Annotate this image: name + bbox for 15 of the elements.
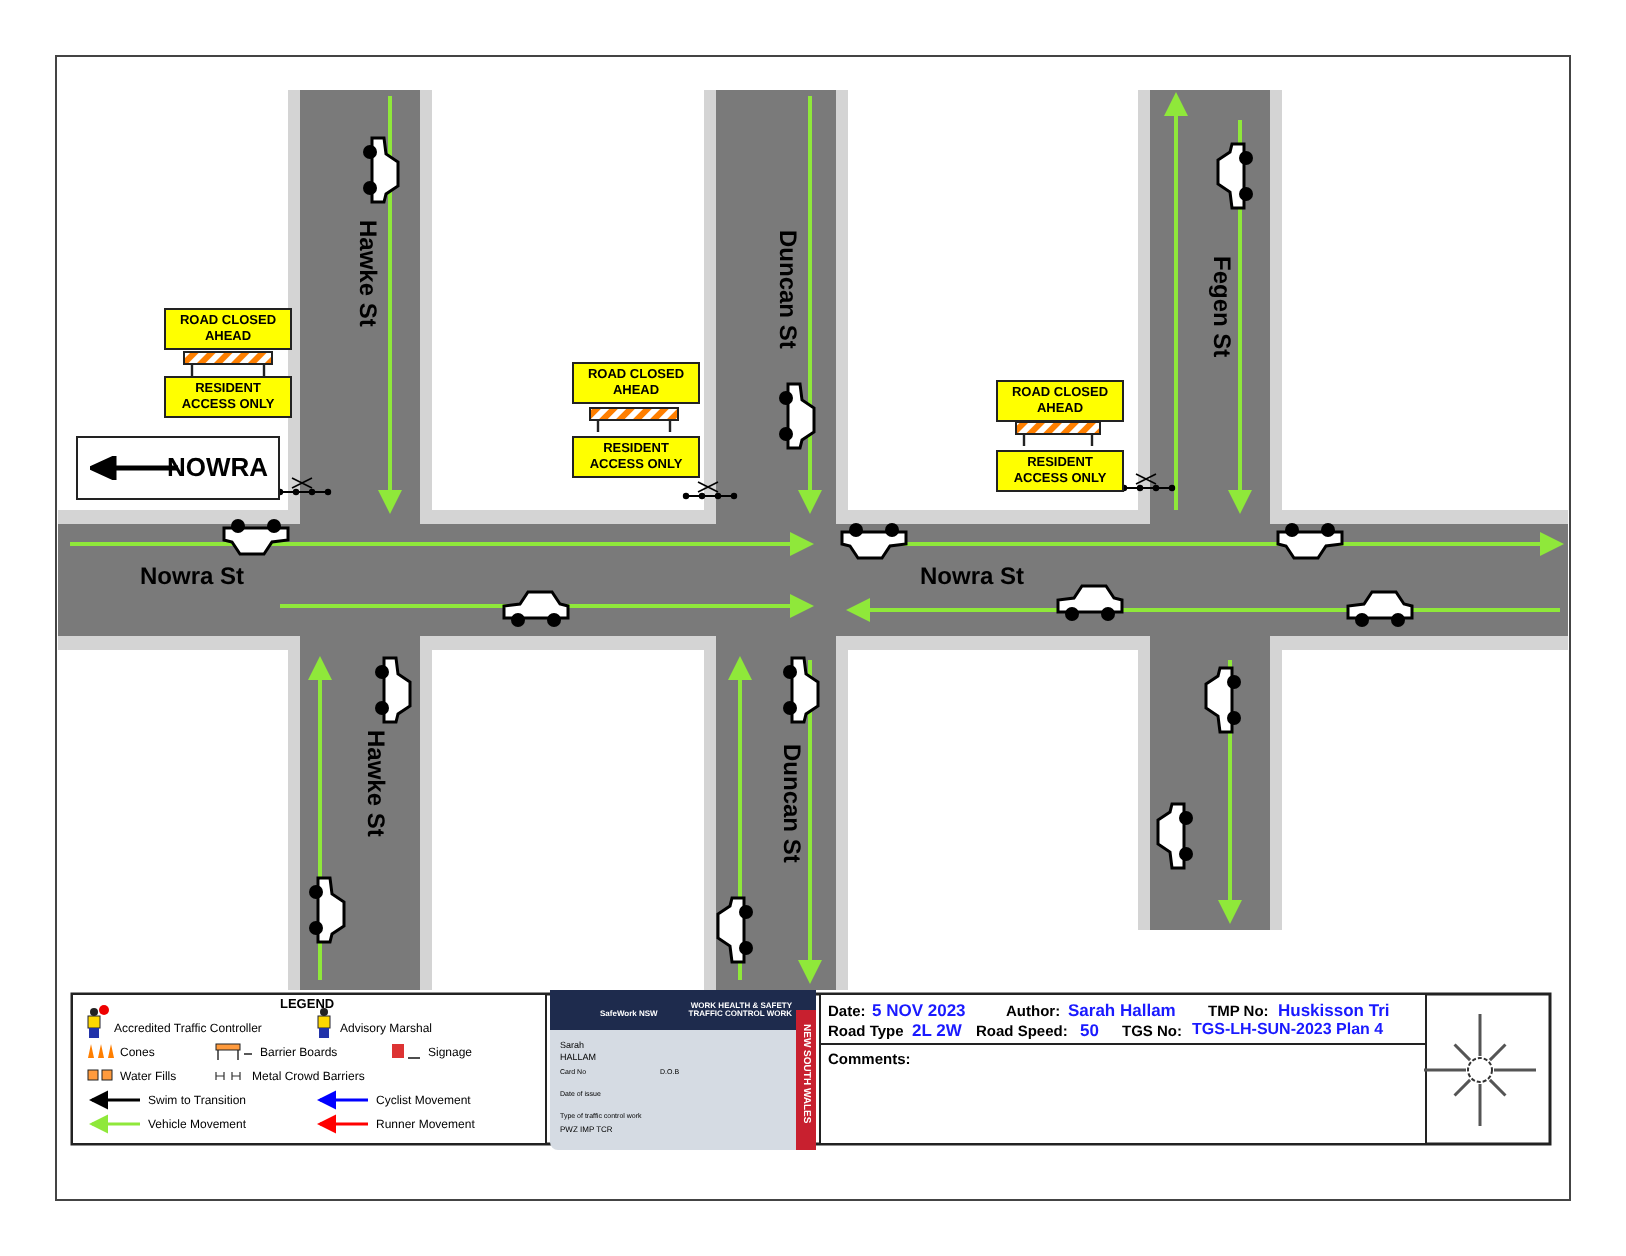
street-name: Duncan St bbox=[776, 230, 800, 349]
street-name: Nowra St bbox=[920, 564, 1025, 588]
field-value: 5 NOV 2023 bbox=[872, 1002, 966, 1019]
street-name: Duncan St bbox=[780, 744, 804, 863]
field-value: Huskisson Tri bbox=[1278, 1002, 1390, 1019]
street-name: Hawke St bbox=[364, 730, 388, 837]
field-value: TGS-LH-SUN-2023 Plan 4 bbox=[1192, 1022, 1384, 1038]
sign-text: NOWRA bbox=[166, 453, 268, 483]
direction-sign bbox=[76, 436, 280, 500]
street-name: Nowra St bbox=[140, 564, 245, 588]
street-name: Hawke St bbox=[356, 220, 380, 327]
street-name: Fegen St bbox=[1210, 256, 1234, 358]
field-value: 50 bbox=[1080, 1022, 1099, 1039]
field-value: Sarah Hallam bbox=[1068, 1002, 1176, 1019]
field-value: 2L 2W bbox=[912, 1022, 962, 1039]
